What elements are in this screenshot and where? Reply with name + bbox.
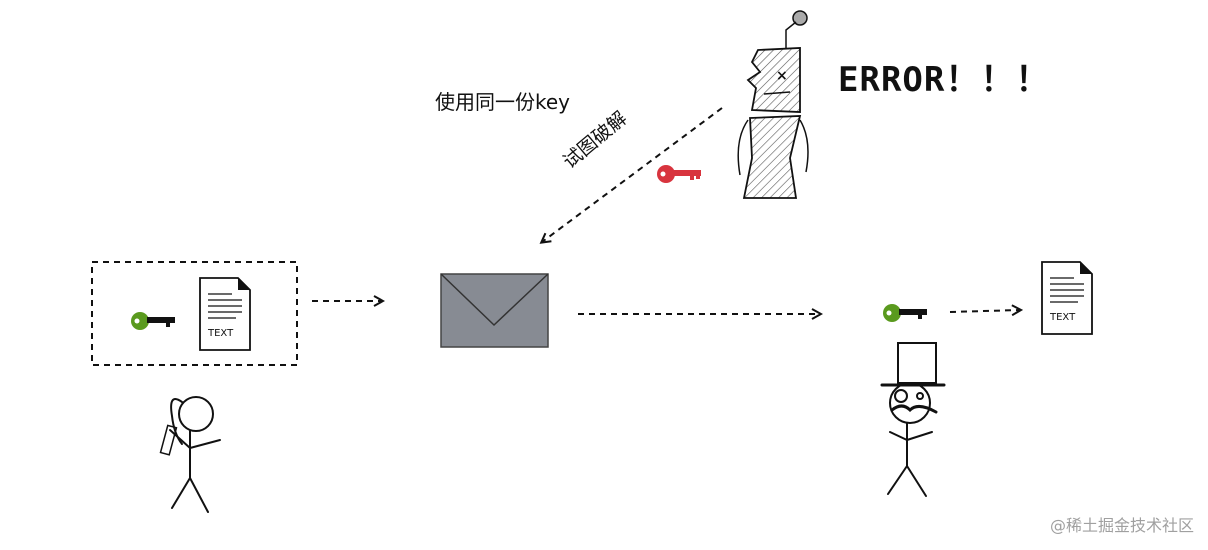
doc-text-left: TEXT (207, 328, 234, 339)
attack-arrow (542, 107, 723, 242)
shared-key-caption: 使用同一份key (435, 90, 571, 114)
arrow-to-decrypted-doc (949, 310, 1020, 312)
document-icon: TEXT (1041, 261, 1093, 335)
robot-attacker: × (737, 10, 809, 199)
watermark: @稀土掘金技术社区 (1049, 516, 1194, 535)
green-key-icon (883, 304, 927, 322)
red-key-icon (657, 165, 701, 183)
doc-text-right: TEXT (1049, 312, 1076, 323)
svg-text:×: × (776, 68, 788, 84)
sender-package-box (91, 261, 298, 366)
stick-figure-receiver (880, 342, 946, 497)
envelope-icon (440, 273, 549, 348)
error-text: ERROR！！！ (838, 60, 1051, 100)
document-icon: TEXT (199, 277, 251, 351)
green-key-icon (131, 312, 175, 330)
stick-figure-sender (159, 396, 221, 513)
